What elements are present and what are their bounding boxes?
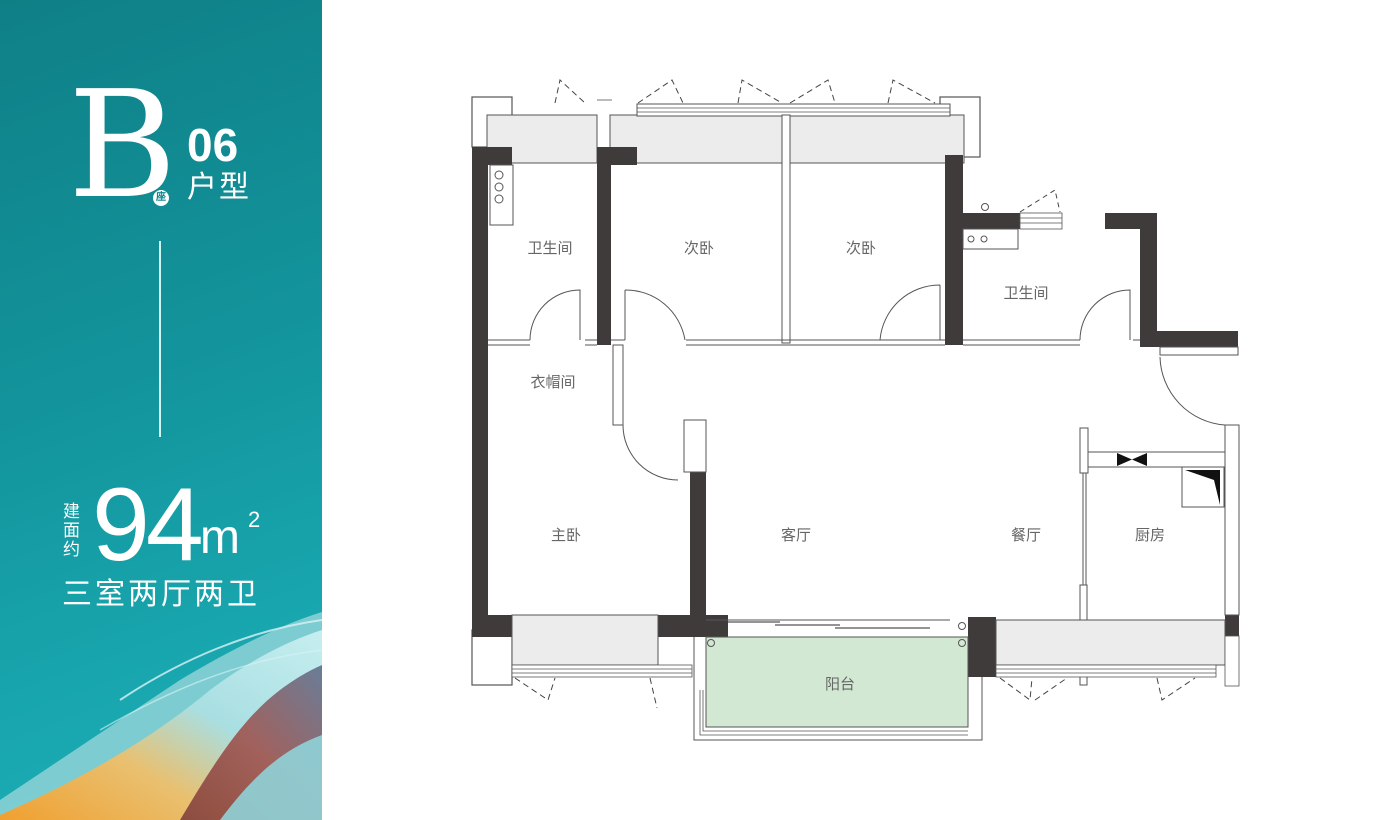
room-label-secondary-bedroom-2: 次卧 [846, 239, 876, 257]
balcony-area [693, 622, 983, 741]
vertical-divider [159, 241, 161, 437]
room-label-cloakroom: 衣帽间 [530, 373, 575, 391]
decorative-wave-graphic [0, 612, 322, 820]
window-swings-top [554, 79, 936, 104]
unit-number: 06 [187, 119, 239, 171]
window-sills-bottom [511, 614, 1226, 666]
unit-type-label: 户型 [187, 170, 251, 205]
room-label-master-bedroom: 主卧 [551, 526, 581, 544]
brochure-panel: B 座 06 户型 建面约 94 m 2 三室两厅两卫 [0, 0, 322, 820]
walls [472, 147, 1239, 677]
layout-description: 三室两厅两卫 [62, 577, 260, 612]
area-value: 94 [92, 467, 204, 583]
window-sills-top [486, 114, 965, 164]
kitchen-fixtures [1117, 453, 1225, 508]
room-label-secondary-bedroom-1: 次卧 [684, 239, 714, 257]
room-label-bathroom-1: 卫生间 [527, 239, 572, 257]
door-swings [529, 284, 1226, 481]
area-unit: m [200, 511, 240, 564]
area-unit-exponent: 2 [248, 507, 261, 532]
building-suffix-badge: 座 [153, 190, 169, 206]
room-label-dining-room: 餐厅 [1011, 526, 1041, 544]
room-label-living-room: 客厅 [781, 526, 811, 544]
window-swings-bottom [514, 677, 1196, 709]
room-label-bathroom-2: 卫生间 [1003, 284, 1048, 302]
area-label: 建面约 [63, 502, 80, 560]
bathroom-fixtures [489, 164, 1019, 250]
room-label-balcony: 阳台 [825, 675, 855, 693]
room-label-kitchen: 厨房 [1135, 526, 1165, 544]
